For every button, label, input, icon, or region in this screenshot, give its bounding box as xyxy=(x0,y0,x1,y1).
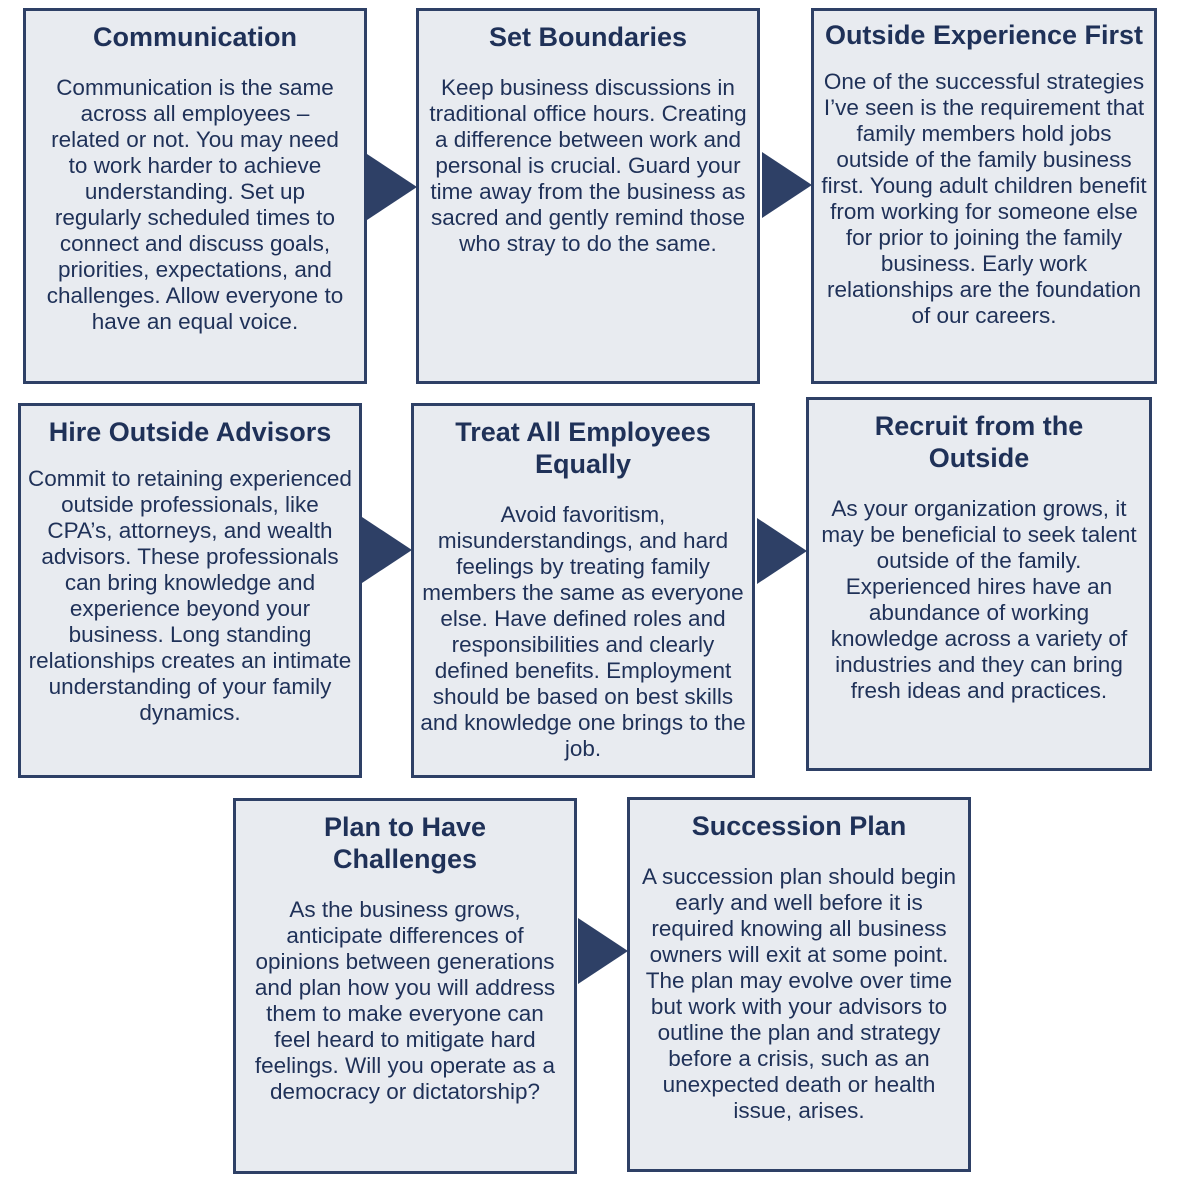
arrow-right-icon xyxy=(757,518,807,584)
succession-plan-box: Succession Plan A succession plan should… xyxy=(627,797,971,1172)
arrow-right-icon xyxy=(362,517,412,583)
box-body: A succession plan should begin early and… xyxy=(642,864,956,1123)
box-body: One of the successful strategies I’ve se… xyxy=(821,69,1147,328)
box-body: Communication is the same across all emp… xyxy=(46,75,344,334)
communication-box: Communication Communication is the same … xyxy=(23,8,367,384)
box-title: Communication xyxy=(92,22,297,52)
box-title: Recruit from the Outside xyxy=(874,411,1084,473)
plan-challenges-box: Plan to Have Challenges As the business … xyxy=(233,798,577,1174)
outside-experience-box: Outside Experience First One of the succ… xyxy=(811,8,1157,384)
arrow-right-icon xyxy=(367,154,417,220)
hire-outside-advisors-box: Hire Outside Advisors Commit to retainin… xyxy=(18,403,362,778)
box-title: Treat All Employees Equally xyxy=(455,417,711,479)
arrow-right-icon xyxy=(762,152,812,218)
box-body: Commit to retaining experienced outside … xyxy=(28,466,352,725)
box-title: Outside Experience First xyxy=(824,20,1144,50)
treat-employees-equally-box: Treat All Employees Equally Avoid favori… xyxy=(411,403,755,778)
box-body: As your organization grows, it may be be… xyxy=(821,496,1137,703)
box-body: Avoid favoritism, misunderstandings, and… xyxy=(420,502,746,761)
box-body: Keep business discussions in traditional… xyxy=(429,75,747,256)
box-body: As the business grows, anticipate differ… xyxy=(254,897,556,1104)
box-title: Set Boundaries xyxy=(488,22,688,52)
box-title: Succession Plan xyxy=(691,811,907,841)
recruit-outside-box: Recruit from the Outside As your organiz… xyxy=(806,397,1152,771)
set-boundaries-box: Set Boundaries Keep business discussions… xyxy=(416,8,760,384)
box-title: Hire Outside Advisors xyxy=(48,417,332,447)
arrow-right-icon xyxy=(578,918,628,984)
box-title: Plan to Have Challenges xyxy=(323,812,487,874)
